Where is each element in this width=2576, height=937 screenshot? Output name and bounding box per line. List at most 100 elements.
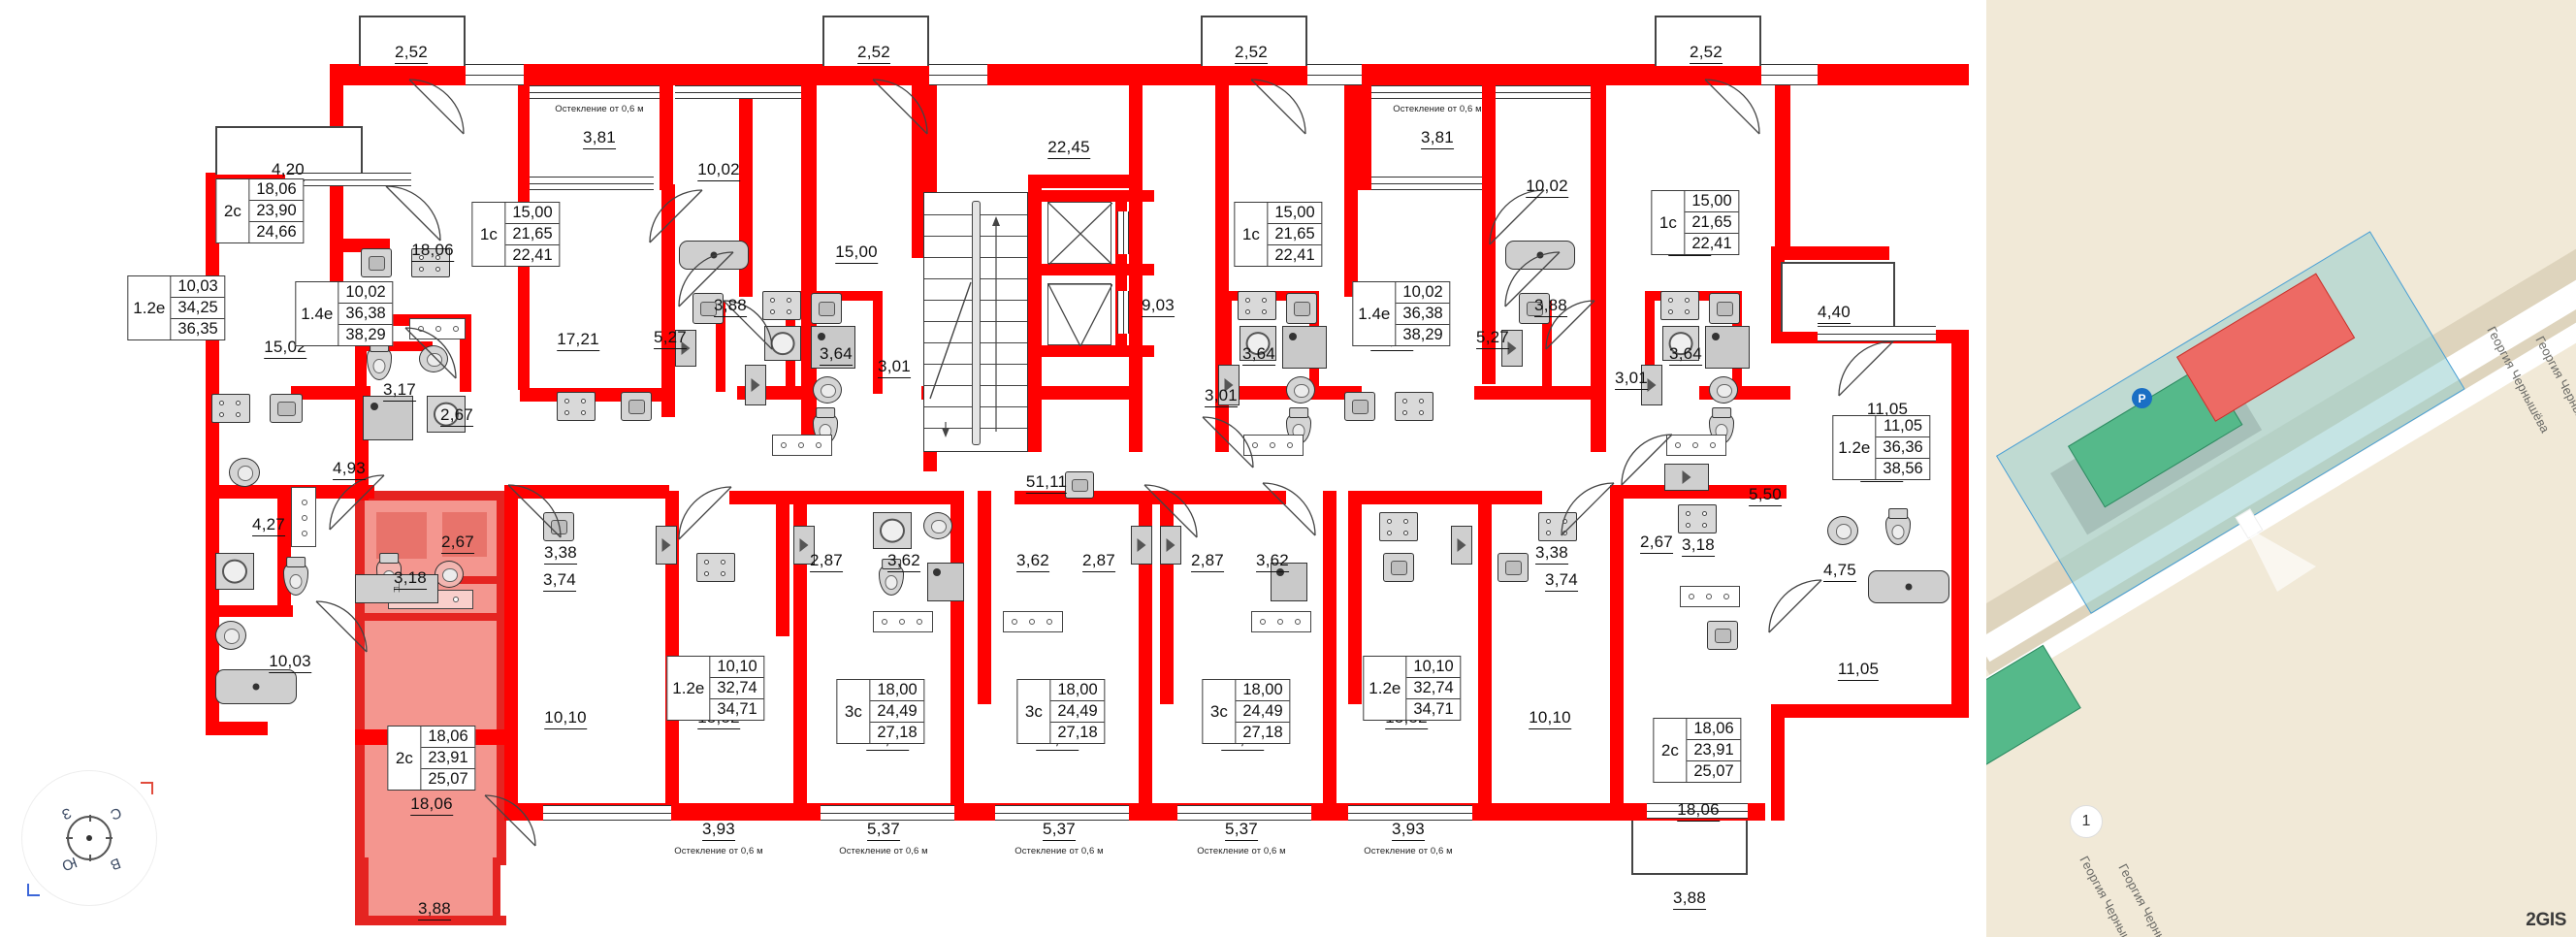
partition-wall bbox=[776, 491, 789, 636]
window bbox=[466, 64, 524, 85]
parking-icon[interactable]: P bbox=[2132, 388, 2152, 408]
apartment-type: 2с bbox=[216, 179, 250, 243]
room-area-label: 3,93 bbox=[702, 820, 735, 841]
room-area-label: 3,62 bbox=[887, 551, 920, 572]
corridor-wall-lower bbox=[1348, 491, 1542, 504]
apartment-living-area: 18,06 bbox=[1687, 719, 1741, 741]
kitchen-sink bbox=[1497, 553, 1529, 582]
partition-wall bbox=[661, 184, 675, 417]
room-area-label: 5,27 bbox=[654, 328, 687, 349]
apartment-type: 2с bbox=[388, 727, 422, 791]
map-marker-1[interactable]: 1 bbox=[2070, 805, 2103, 838]
room-area-label: 3,93 bbox=[1392, 820, 1425, 841]
room-area-label: 3,81 bbox=[1421, 128, 1454, 149]
partition-wall bbox=[1482, 64, 1496, 384]
wet-pod-wall bbox=[873, 291, 883, 394]
room-area-label: 3,74 bbox=[1545, 570, 1578, 592]
apartment-area-with-balcony: 34,71 bbox=[1413, 700, 1454, 719]
wet-pod-wall bbox=[716, 301, 725, 392]
partition-wall bbox=[1323, 491, 1336, 811]
partition-wall bbox=[665, 491, 679, 811]
room-area-label: 2,87 bbox=[1082, 551, 1115, 572]
room-area-label: 18,06 bbox=[410, 794, 453, 816]
washbasin bbox=[229, 458, 260, 487]
door-panel bbox=[1451, 526, 1472, 565]
balcony-outline bbox=[215, 126, 363, 175]
room-area-label: 3,88 bbox=[418, 899, 451, 921]
apartment-total-area: 24,49 bbox=[1050, 701, 1105, 724]
apartment-total-area: 24,49 bbox=[1236, 701, 1290, 724]
apartment-living-area: 18,06 bbox=[421, 727, 475, 749]
room-area-label: 2,87 bbox=[810, 551, 843, 572]
toilet bbox=[283, 563, 308, 596]
elevator-door bbox=[1117, 291, 1129, 334]
kitchen-counter bbox=[772, 435, 832, 456]
floor-plan-canvas[interactable]: 2,522,522,522,524,203,8110,0222,453,8110… bbox=[0, 0, 1986, 937]
toilet bbox=[1885, 514, 1911, 545]
door-swing bbox=[1250, 79, 1319, 136]
apartment-type: 3с bbox=[1203, 680, 1237, 744]
apartment-living-area: 11,05 bbox=[1876, 416, 1930, 438]
room-area-label: 4,75 bbox=[1823, 561, 1856, 582]
apartment-area-with-balcony: 34,71 bbox=[717, 700, 757, 719]
kitchen-counter bbox=[1003, 611, 1063, 632]
door-swing bbox=[507, 484, 572, 541]
apartment-living-area: 10,10 bbox=[1406, 657, 1461, 679]
room-area-label: 10,02 bbox=[697, 160, 740, 181]
partition-wall bbox=[1775, 64, 1790, 258]
wet-pod-wall bbox=[1542, 301, 1552, 392]
window bbox=[1177, 805, 1311, 821]
elevator-shaft-upper bbox=[1047, 202, 1112, 265]
kitchen-sink bbox=[1383, 553, 1414, 582]
glazing-note: Остекление от 0,6 м bbox=[1014, 846, 1104, 856]
kitchen-counter bbox=[291, 487, 316, 547]
apartment-area-with-balcony: 27,18 bbox=[1242, 724, 1283, 742]
partition-wall bbox=[1358, 64, 1371, 190]
exterior-wall bbox=[206, 722, 268, 735]
compass-rose[interactable]: С В Ю З bbox=[14, 762, 167, 916]
washbasin bbox=[215, 621, 246, 650]
apartment-type: 1.2е bbox=[1833, 416, 1877, 480]
room-area-label: 3,01 bbox=[1205, 386, 1238, 407]
glazing-note: Остекление от 0,6 м bbox=[1197, 846, 1286, 856]
elevator-core-wall bbox=[1028, 190, 1154, 202]
apartment-area-with-balcony: 22,41 bbox=[1691, 235, 1732, 253]
apartment-living-area: 18,00 bbox=[1050, 680, 1105, 702]
room-area-label: 5,27 bbox=[1476, 328, 1509, 349]
kitchen-stove bbox=[1395, 392, 1433, 421]
kitchen-sink bbox=[621, 392, 652, 421]
washing-machine bbox=[873, 512, 912, 549]
door-swing bbox=[385, 185, 454, 242]
glazing-note: Остекление от 0,6 м bbox=[1393, 104, 1482, 114]
apartment-total-area: 23,91 bbox=[421, 748, 475, 770]
kitchen-stove bbox=[1379, 512, 1418, 541]
exterior-wall bbox=[1783, 246, 1889, 260]
door-swing bbox=[408, 79, 477, 136]
room-area-label: 5,37 bbox=[867, 820, 900, 841]
room-area-label: 2,52 bbox=[857, 43, 890, 64]
window bbox=[1818, 326, 1936, 341]
glazing-note: Остекление от 0,6 м bbox=[674, 846, 763, 856]
stair-core-wall bbox=[1028, 175, 1143, 188]
apartment-area-with-balcony: 38,29 bbox=[1402, 326, 1443, 344]
partition-wall bbox=[1478, 491, 1492, 811]
